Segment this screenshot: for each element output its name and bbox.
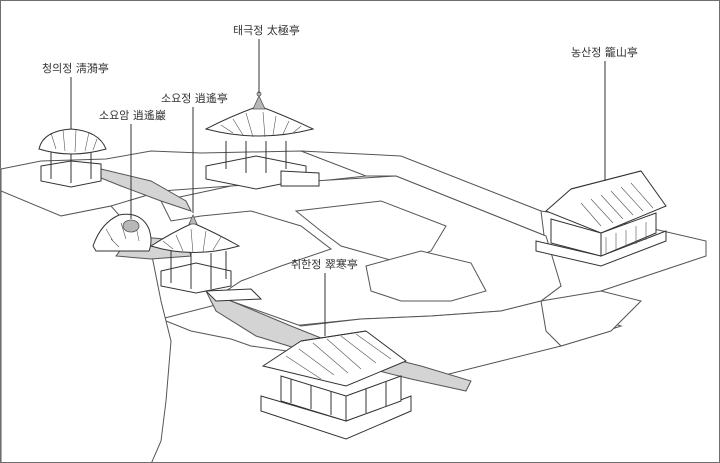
label-taegeukjeong: 태극정 太極亭 — [233, 23, 300, 37]
soyoam-rock — [92, 213, 152, 252]
label-chwihanjeong: 취한정 翠寒亭 — [291, 257, 358, 271]
label-cheonguijeong: 청의정 淸漪亭 — [42, 61, 109, 75]
lawn-blocks — [294, 200, 642, 347]
leader-lines — [70, 39, 606, 336]
nongsanjeong-building — [535, 170, 667, 267]
label-soyoam: 소요암 逍遙巖 — [99, 108, 166, 122]
soyojeong-pavilion — [149, 214, 263, 302]
label-soyojeong: 소요정 逍遙亭 — [161, 91, 228, 105]
chwihanjeong-building — [260, 330, 412, 440]
labels: 태극정 太極亭 청의정 淸漪亭 소요정 逍遙亭 소요암 逍遙巖 농산정 籠山亭 … — [42, 23, 638, 271]
taegeukjeong-pavilion — [204, 91, 320, 190]
cheonguijeong-pavilion — [38, 123, 107, 188]
label-nongsanjeong: 농산정 籠山亭 — [571, 45, 638, 59]
